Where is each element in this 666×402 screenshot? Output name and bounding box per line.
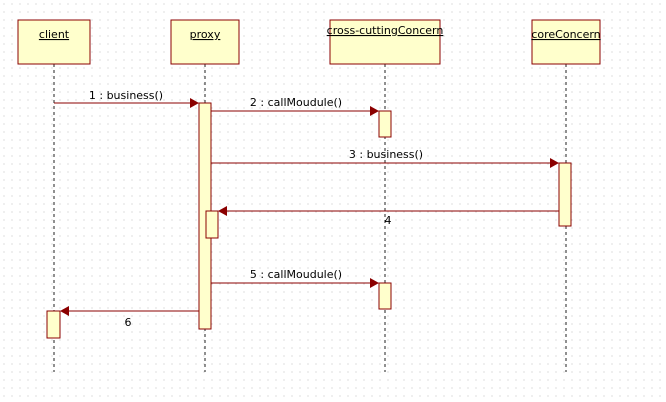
message-1[interactable]: 1 : business()	[54, 89, 199, 108]
message-5[interactable]: 5 : callMoudule()	[211, 268, 379, 288]
activation-cross-cutting-2	[378, 282, 392, 310]
object-name: proxy	[190, 28, 221, 41]
object-cross-cutting-concern[interactable]: cross-cuttingConcern	[327, 19, 444, 65]
object-name: client	[39, 28, 70, 41]
message-label: 3 : business()	[349, 148, 423, 161]
activation-cross-cutting-1	[378, 110, 392, 138]
message-2[interactable]: 2 : callMoudule()	[211, 96, 379, 116]
message-label: 5 : callMoudule()	[250, 268, 342, 281]
object-name: cross-cuttingConcern	[327, 24, 444, 37]
activation-client	[46, 310, 61, 339]
message-label: 2 : callMoudule()	[250, 96, 342, 109]
message-4[interactable]: 4	[218, 206, 559, 227]
object-core-concern[interactable]: coreConcern	[531, 19, 601, 65]
message-3[interactable]: 3 : business()	[211, 148, 559, 168]
message-6[interactable]: 6	[60, 306, 199, 329]
activation-proxy-nested	[205, 210, 219, 239]
message-label: 6	[125, 316, 132, 329]
object-name: coreConcern	[531, 28, 600, 41]
message-label: 4	[385, 214, 392, 227]
object-proxy[interactable]: proxy	[170, 19, 240, 65]
object-client[interactable]: client	[17, 19, 91, 65]
message-label: 1 : business()	[89, 89, 163, 102]
activation-core-concern	[558, 162, 572, 227]
